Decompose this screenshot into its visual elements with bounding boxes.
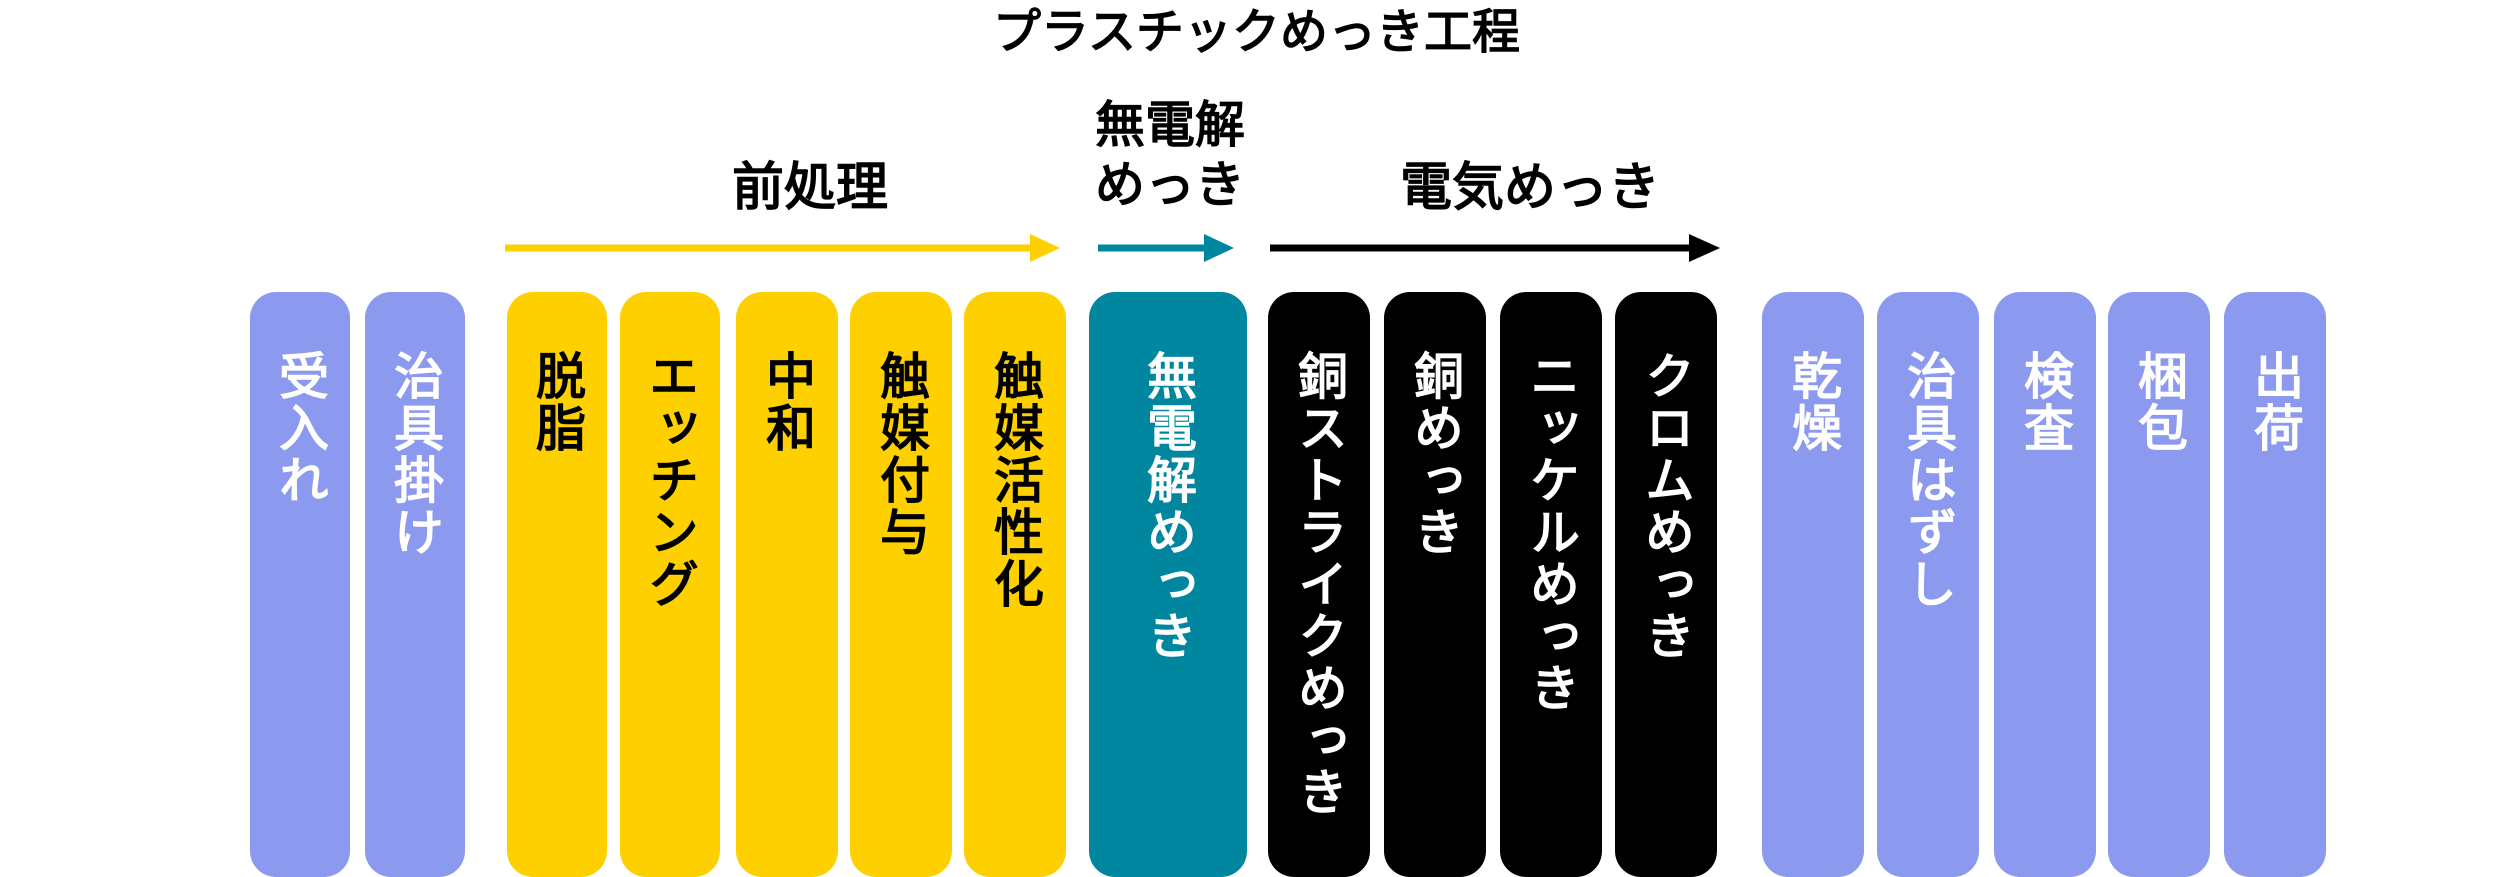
process-step-label: 乾燥 [1784, 350, 1842, 454]
process-step-label: 触媒活性化 [986, 350, 1044, 610]
group-label-electroless: 無電解 めっき [1095, 96, 1245, 214]
process-step-label: 梱包 [2130, 350, 2188, 454]
process-step-label: 受入れ [271, 350, 329, 506]
process-step-label: 出荷 [2246, 350, 2304, 454]
pretreatment-arrow-head [1030, 234, 1060, 262]
process-step: 検査 [1994, 292, 2096, 877]
electroless-arrow-head [1204, 234, 1234, 262]
process-step: 銅めっき [1384, 292, 1486, 877]
process-step-label: 治具掛け [386, 350, 444, 558]
process-step-label: エッチング [641, 350, 699, 610]
process-step-label: 無電解めっき [1139, 350, 1197, 662]
process-step-label: クロムめっき [1637, 350, 1695, 662]
process-step-label: 中和 [758, 350, 816, 454]
process-step-label: 治具はずし [1899, 350, 1957, 610]
group-label-pretreatment: 前処理 [731, 158, 888, 218]
electroplating-arrow-head [1689, 234, 1720, 262]
process-step: クロムめっき [1615, 292, 1717, 877]
diagram-title: プラスチックめっき工程 [992, 4, 1521, 60]
process-step: 梱包 [2108, 292, 2210, 877]
process-step: エッチング [620, 292, 720, 877]
process-step-label: 銅ストライクめっき [1290, 350, 1348, 818]
process-step: 治具掛け [365, 292, 465, 877]
pretreatment-arrow [505, 234, 1720, 262]
process-step: 脱脂 [507, 292, 607, 877]
process-step: 出荷 [2224, 292, 2326, 877]
process-step: 乾燥 [1762, 292, 1864, 877]
process-step: 中和 [736, 292, 838, 877]
process-step-label: 検査 [2016, 350, 2074, 454]
process-step: 触媒付与 [850, 292, 952, 877]
process-step-label: 脱脂 [528, 350, 586, 454]
process-step: ニッケルめっき [1500, 292, 1602, 877]
process-step: 無電解めっき [1089, 292, 1247, 877]
process-step: 受入れ [250, 292, 350, 877]
process-step: 治具はずし [1877, 292, 1979, 877]
process-step-label: 銅めっき [1406, 350, 1464, 558]
process-step-label: 触媒付与 [872, 350, 930, 558]
process-step: 銅ストライクめっき [1268, 292, 1370, 877]
process-step: 触媒活性化 [964, 292, 1066, 877]
process-step-label: ニッケルめっき [1522, 350, 1580, 714]
group-label-electroplating: 電気めっき [1399, 158, 1660, 218]
